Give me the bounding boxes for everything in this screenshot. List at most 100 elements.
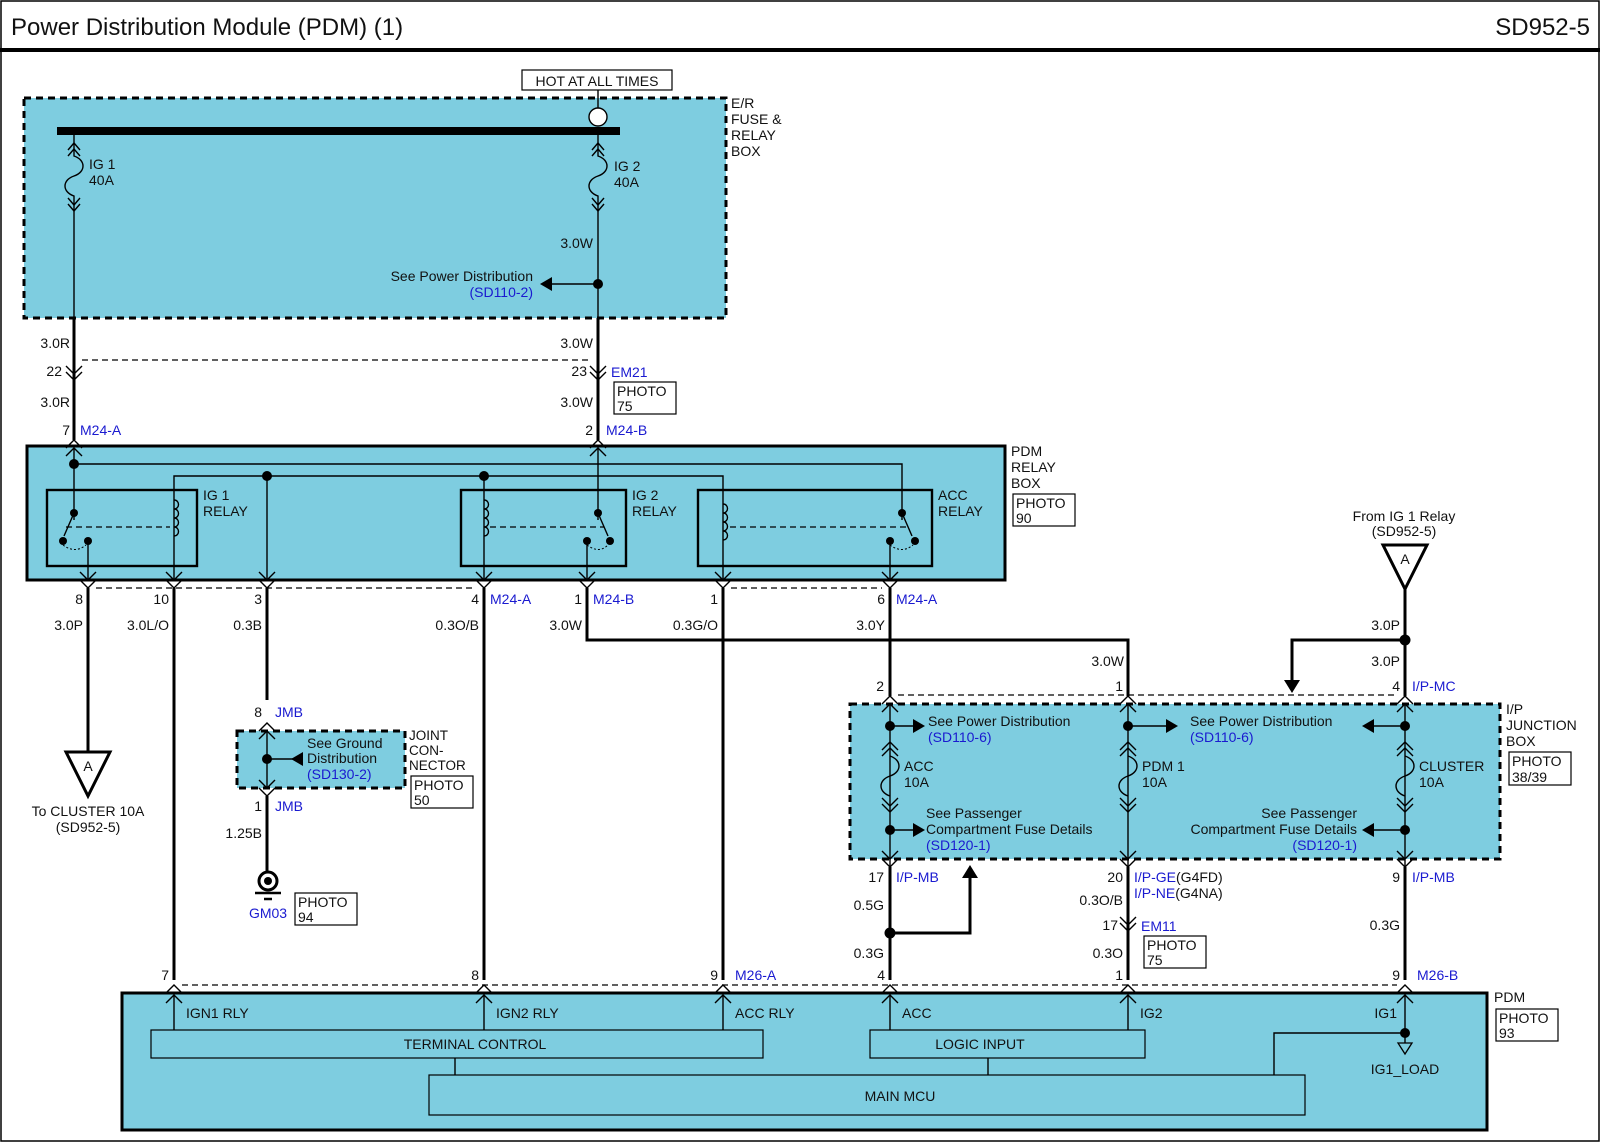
ref-link-sd130-2[interactable]: (SD130-2) <box>307 766 372 782</box>
from-ig1-offpage[interactable]: From IG 1 Relay (SD952-5) A <box>1353 508 1456 593</box>
photo-ref-box <box>410 775 474 809</box>
wire <box>585 588 1130 696</box>
relay-switch-icon <box>730 509 919 580</box>
wire-label: 3.0W <box>1091 653 1124 669</box>
fuse-icon <box>880 755 900 797</box>
connector-id[interactable]: M24-A <box>896 591 938 607</box>
connector-id[interactable]: M24-B <box>606 422 647 438</box>
relay-coil-icon <box>722 503 729 541</box>
ig2-relay <box>459 488 628 568</box>
power-source-terminal <box>588 107 608 127</box>
pdm-connector-variant-1: I/P-GE(G4FD) <box>1134 869 1223 885</box>
relay-name: RELAY <box>632 503 678 519</box>
ref-link-sd110-2[interactable]: (SD110-2) <box>469 284 533 300</box>
connector-id[interactable]: M24-A <box>490 591 532 607</box>
pin-number: 8 <box>254 704 262 720</box>
from-ig1-label: From IG 1 Relay <box>1353 508 1456 524</box>
wire-label: 3.0W <box>560 235 593 251</box>
ref-link-sd120-1[interactable]: (SD120-1) <box>926 837 991 853</box>
to-cluster-label: To CLUSTER 10A <box>32 803 145 819</box>
connector-id[interactable]: EM11 <box>1141 918 1177 934</box>
fuse-rating: 10A <box>1142 774 1168 790</box>
photo-number: 90 <box>1016 510 1032 526</box>
connector-id[interactable]: M24-A <box>80 422 122 438</box>
pin-number: 2 <box>585 422 593 438</box>
see-power-distribution: See Power Distribution <box>1190 713 1332 729</box>
connector-id[interactable]: M26-B <box>1417 967 1458 983</box>
pin-number: 2 <box>876 678 884 694</box>
ground-icon <box>255 870 281 901</box>
relay-name: IG 1 <box>203 487 230 503</box>
connector-id[interactable]: M26-A <box>735 967 777 983</box>
jb-name-1: I/P <box>1506 701 1523 717</box>
photo-label: PHOTO <box>1147 937 1197 953</box>
pin-number: 23 <box>571 363 587 379</box>
offpage-connector-icon <box>63 750 113 800</box>
er-box-name-2: FUSE & <box>731 111 782 127</box>
photo-number: 94 <box>298 909 314 925</box>
hot-at-all-times-label: HOT AT ALL TIMES <box>536 73 659 89</box>
relay-name: RELAY <box>203 503 249 519</box>
ip-junction-box: 2 1 4 I/P-MC I/P JUNCTION BOX PHOTO 38/3… <box>848 678 1577 868</box>
pdm-pin-label: IGN2 RLY <box>496 1005 559 1021</box>
pin-number: 4 <box>471 591 479 607</box>
to-cluster-ref: (SD952-5) <box>56 819 121 835</box>
pin-number: 4 <box>1392 678 1400 694</box>
photo-label: PHOTO <box>414 777 464 793</box>
connector-id[interactable]: JMB <box>275 798 303 814</box>
arrow-right-icon <box>913 823 925 837</box>
ig1-load-label: IG1_LOAD <box>1371 1061 1439 1077</box>
logic-input-block <box>869 1029 1146 1059</box>
connector-id[interactable]: I/P-MC <box>1412 678 1456 694</box>
photo-number: 38/39 <box>1512 769 1547 785</box>
variant: (G4FD) <box>1176 869 1223 885</box>
photo-ref-box <box>613 381 677 415</box>
connector-id[interactable]: EM21 <box>611 364 648 380</box>
connector-id[interactable]: M24-B <box>593 591 634 607</box>
ref-link-sd110-6[interactable]: (SD110-6) <box>928 729 992 745</box>
arrow-left-icon <box>1362 823 1374 837</box>
from-ig1-ref: (SD952-5) <box>1372 523 1437 539</box>
wire-label: 3.0P <box>54 617 83 633</box>
connector-id[interactable]: I/P-GE <box>1134 869 1176 885</box>
ref-link-sd120-1[interactable]: (SD120-1) <box>1292 837 1357 853</box>
offpage-connector-icon <box>1380 543 1430 593</box>
fuse-name: CLUSTER <box>1419 758 1484 774</box>
wire-label: 0.3O/B <box>435 617 479 633</box>
see-passenger-1: See Passenger <box>1261 805 1357 821</box>
ground-id[interactable]: GM03 <box>249 905 287 921</box>
pdm-pin-label: IGN1 RLY <box>186 1005 249 1021</box>
wire-label: 3.0Y <box>856 617 885 633</box>
photo-ref-box <box>294 892 358 926</box>
er-box-name-1: E/R <box>731 95 754 111</box>
ref-link-sd110-6[interactable]: (SD110-6) <box>1190 729 1254 745</box>
fuse-ig2-rating: 40A <box>614 174 640 190</box>
terminal-control-block <box>150 1029 764 1059</box>
logic-input-label: LOGIC INPUT <box>935 1036 1025 1052</box>
pdm-pin: 9 M26-A ACC RLY <box>710 967 795 1030</box>
connector-id[interactable]: JMB <box>275 704 303 720</box>
see-power-distribution: See Power Distribution <box>391 268 533 284</box>
wire-label: 0.5G <box>854 897 884 913</box>
connector-id[interactable]: I/P-MB <box>1412 869 1455 885</box>
pin-number: 9 <box>1392 967 1400 983</box>
pin-number: 22 <box>46 363 62 379</box>
relay-box-name-2: RELAY <box>1011 459 1057 475</box>
wire-label: 3.0W <box>560 335 593 351</box>
pin-number: 8 <box>471 967 479 983</box>
ig1-load-terminal-icon <box>1396 1042 1414 1056</box>
pdm-name: PDM <box>1494 989 1525 1005</box>
fuse-ig2-name: IG 2 <box>614 158 641 174</box>
photo-label: PHOTO <box>617 383 667 399</box>
joint-name-2: CON- <box>409 743 444 758</box>
connector-id[interactable]: I/P-NE <box>1134 885 1175 901</box>
connector-id[interactable]: I/P-MB <box>896 869 939 885</box>
to-cluster-offpage[interactable]: A To CLUSTER 10A (SD952-5) <box>32 750 145 835</box>
pdm-pin-label: ACC RLY <box>735 1005 795 1021</box>
acc-relay <box>696 488 934 568</box>
terminal-control-label: TERMINAL CONTROL <box>404 1036 547 1052</box>
pin-number: 9 <box>710 967 718 983</box>
